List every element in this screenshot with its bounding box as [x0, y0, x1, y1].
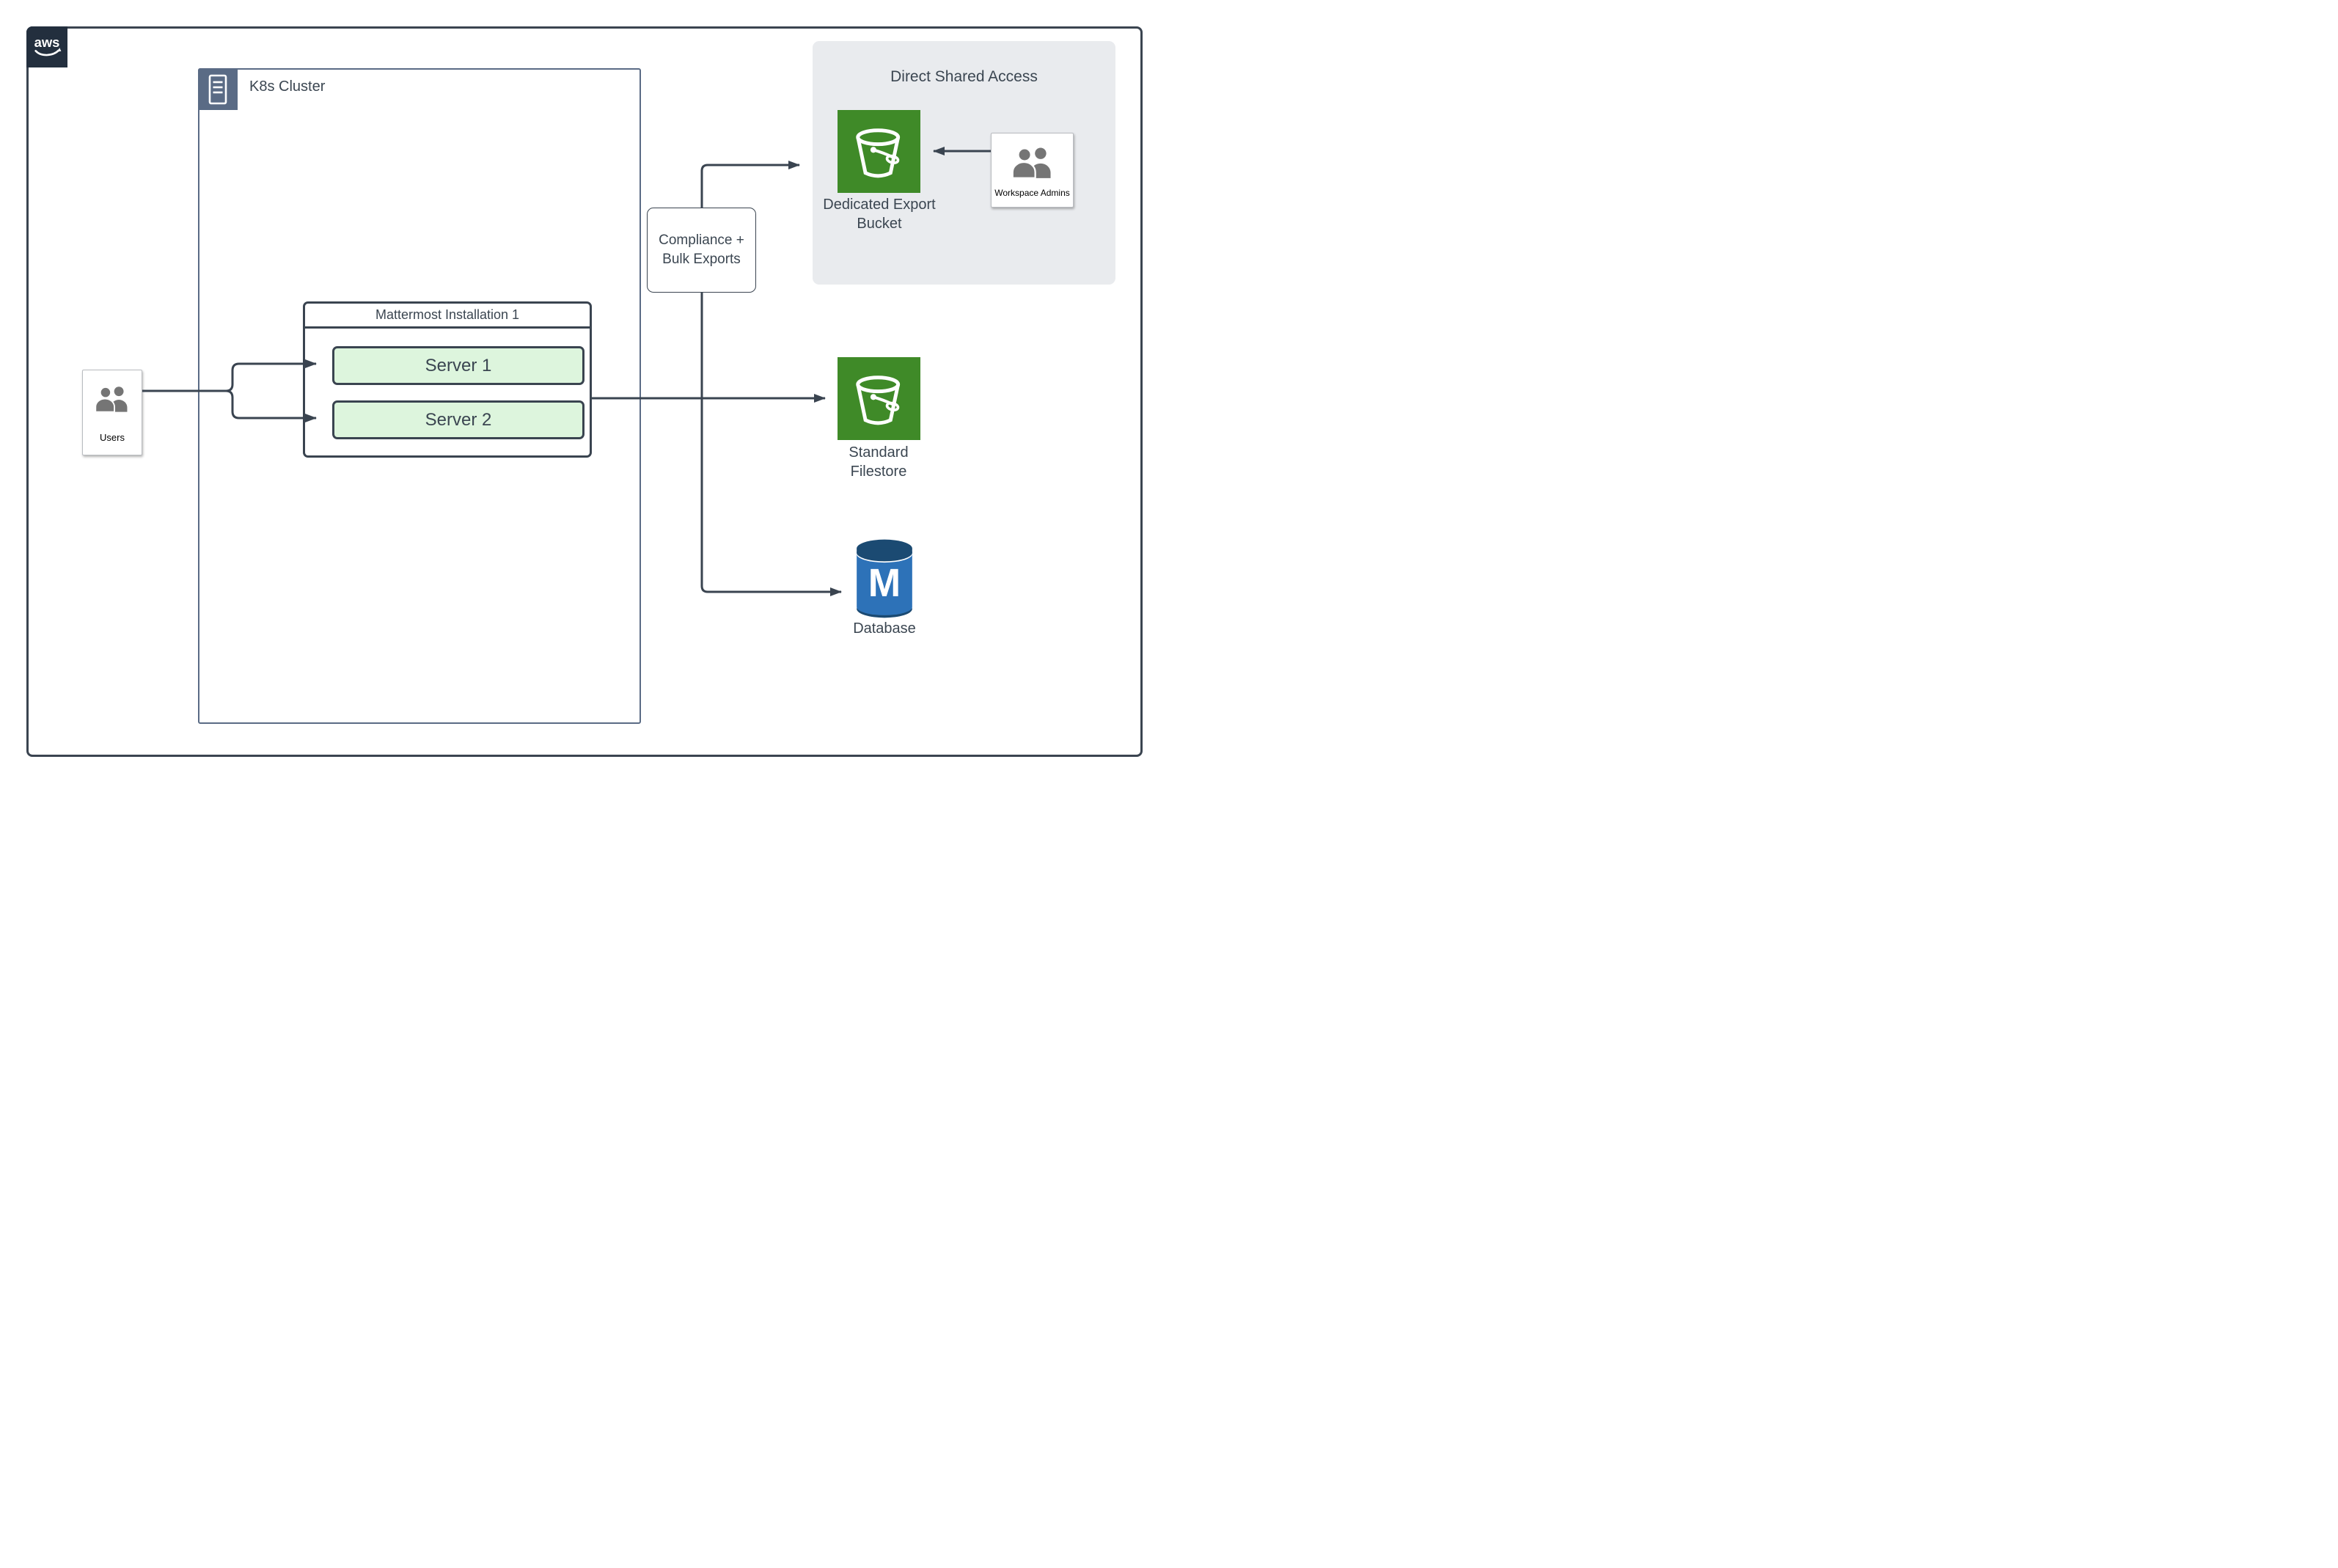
s3-bucket-icon: [855, 375, 900, 425]
server-1-node: Server 1: [332, 346, 584, 385]
users-label: Users: [100, 432, 125, 443]
aws-logo-text: aws: [34, 34, 60, 50]
aws-smile-tip: [57, 48, 62, 52]
outer-frame: [26, 26, 1143, 757]
k8s-cluster-container: [198, 68, 641, 724]
direct-shared-access-title: Direct Shared Access: [890, 68, 1038, 85]
diagram-canvas: aws K8s Cluster Direct Shared Access Ded…: [0, 0, 1169, 784]
standard-filestore-node: [838, 357, 920, 440]
database-cylinder-icon: M: [857, 539, 912, 618]
server-rack-icon: [208, 74, 227, 104]
k8s-cluster-label: K8s Cluster: [249, 78, 326, 95]
server-2-node: Server 2: [332, 400, 584, 439]
compliance-bulk-exports-node: Compliance + Bulk Exports: [647, 208, 756, 293]
workspace-admins-label: Workspace Admins: [994, 188, 1070, 198]
aws-logo-icon: aws: [26, 26, 67, 67]
users-card: Users: [82, 370, 142, 455]
k8s-cluster-icon-tab: [198, 68, 238, 110]
database-label: Database: [853, 620, 916, 637]
mattermost-installation-container: Mattermost Installation 1 Server 1 Serve…: [303, 301, 592, 458]
workspace-admins-icon: [1011, 147, 1051, 178]
users-icon: [95, 386, 128, 412]
aws-smile-logo-icon: aws: [34, 34, 62, 56]
dedicated-export-bucket-node: [838, 110, 920, 193]
standard-filestore-label: Standard Filestore: [849, 444, 909, 480]
aws-smile-curve: [34, 49, 60, 56]
dedicated-export-bucket-label: Dedicated Export Bucket: [823, 197, 936, 232]
workspace-admins-card: Workspace Admins: [991, 133, 1074, 208]
database-node: M: [853, 538, 916, 620]
mattermost-installation-title: Mattermost Installation 1: [305, 304, 590, 329]
s3-bucket-icon: [855, 128, 900, 177]
database-monogram: M: [868, 562, 901, 605]
